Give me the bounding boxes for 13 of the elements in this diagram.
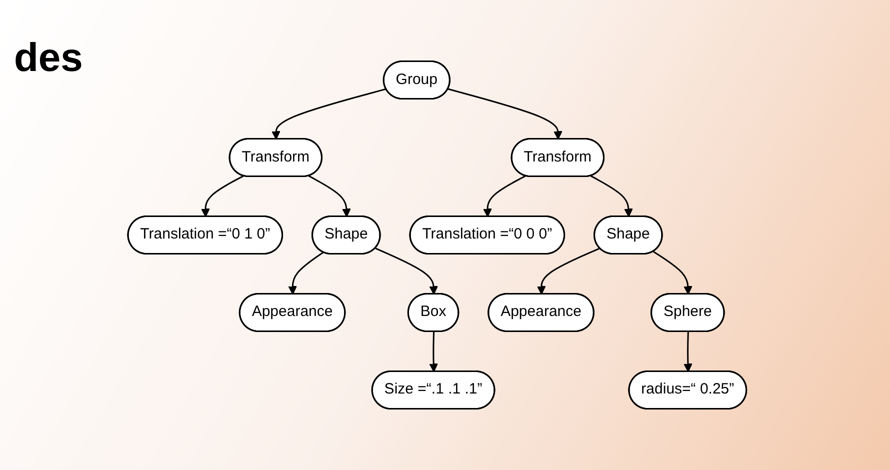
arrow [288, 252, 324, 295]
arrow [483, 175, 526, 218]
arrow [448, 88, 562, 140]
arrow [684, 332, 692, 372]
slide-title: des [14, 36, 83, 81]
arrow [308, 175, 351, 218]
arrow [536, 248, 600, 295]
arrow [375, 248, 438, 295]
arrow [201, 175, 244, 218]
arrow [429, 332, 438, 372]
arrow [590, 175, 633, 218]
arrow [652, 250, 692, 295]
arrow [272, 88, 386, 140]
